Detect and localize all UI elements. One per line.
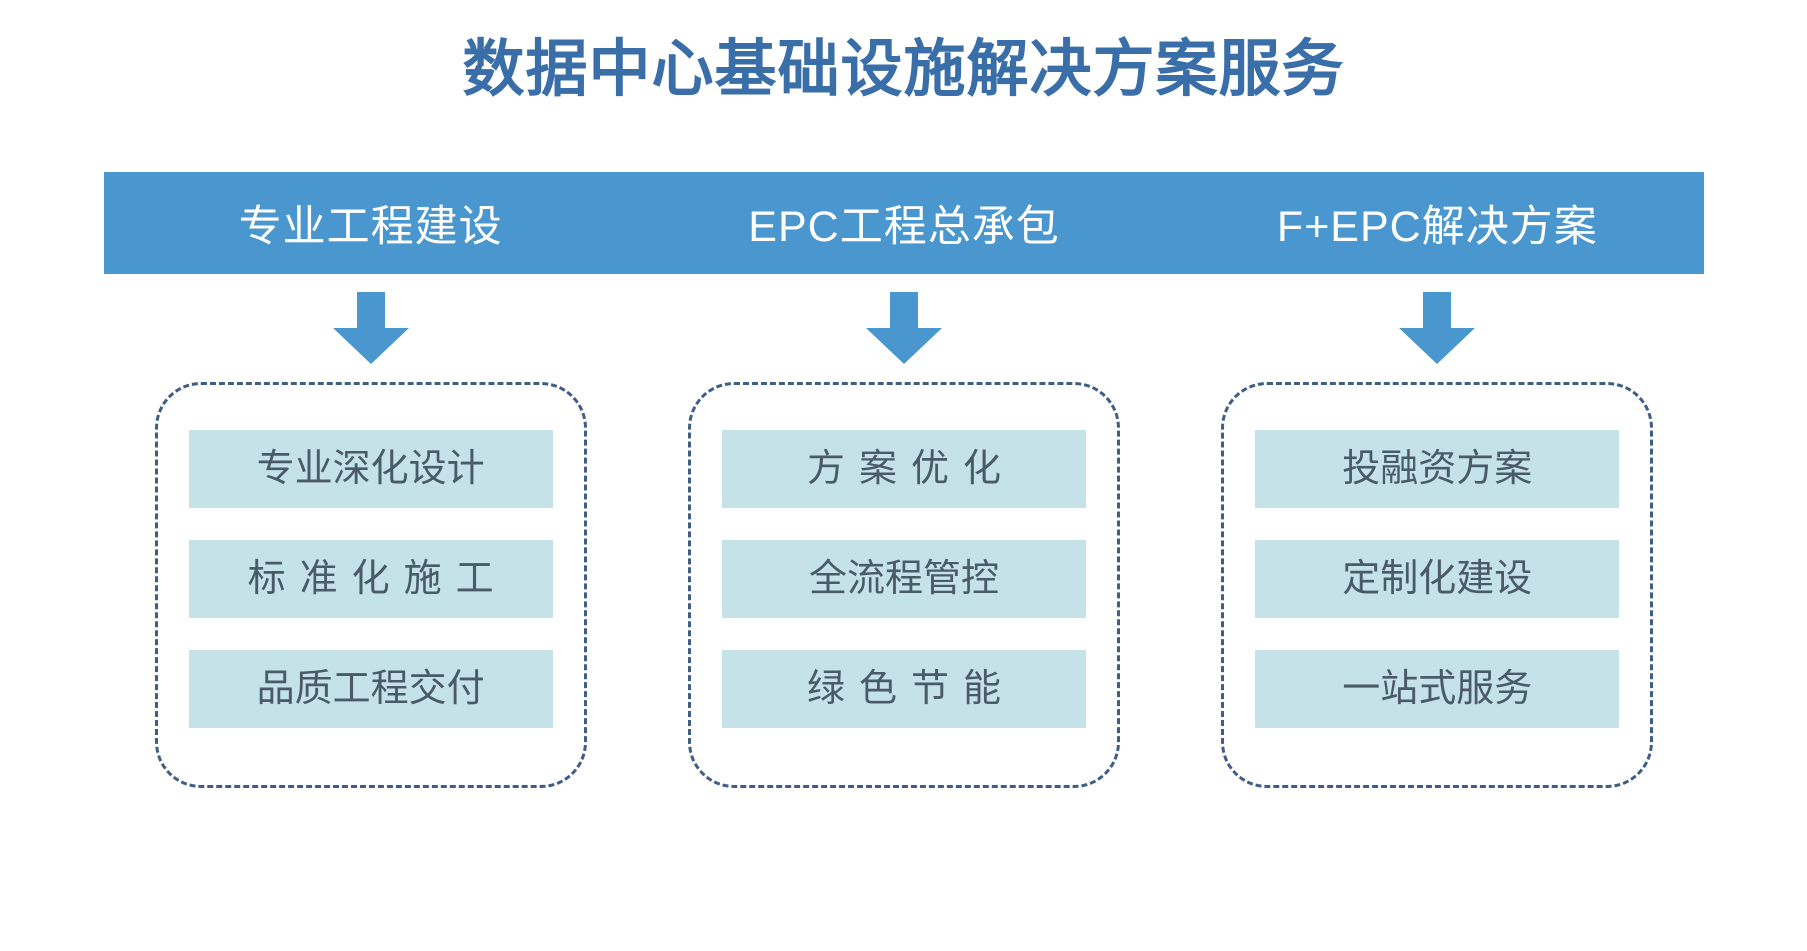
list-item[interactable]: 一站式服务 [1255,650,1620,728]
header-label: EPC工程总承包 [748,203,1060,251]
arrow-slot-3 [1171,292,1704,370]
item-label: 定制化建设 [1342,558,1533,600]
item-label: 专业深化设计 [256,448,485,490]
list-item[interactable]: 方案优化 [721,430,1086,508]
list-item[interactable]: 专业深化设计 [188,430,553,508]
column-professional-construction: 专业深化设计 标准化施工 品质工程交付 [104,382,637,788]
item-label: 一站式服务 [1342,668,1533,710]
header-label: 专业工程建设 [238,203,503,251]
arrow-row [104,292,1704,370]
arrow-slot-1 [104,292,637,370]
arrow-down-icon [332,292,409,364]
arrow-down-icon [1399,292,1476,364]
item-label: 投融资方案 [1342,448,1533,490]
detail-columns: 专业深化设计 标准化施工 品质工程交付 方案优化 全流程管控 绿色节能 [104,382,1704,788]
column-fepc-solution: 投融资方案 定制化建设 一站式服务 [1171,382,1704,788]
item-label: 品质工程交付 [256,668,485,710]
page-title: 数据中心基础设施解决方案服务 [462,35,1345,104]
header-cell-epc-contracting[interactable]: EPC工程总承包 [637,172,1170,274]
header-cell-fepc-solution[interactable]: F+EPC解决方案 [1171,172,1704,274]
item-label: 方案优化 [806,448,1015,490]
dashed-container: 方案优化 全流程管控 绿色节能 [687,382,1120,788]
arrow-slot-2 [637,292,1170,370]
dashed-container: 投融资方案 定制化建设 一站式服务 [1221,382,1654,788]
list-item[interactable]: 定制化建设 [1255,540,1620,618]
header-cell-professional-construction[interactable]: 专业工程建设 [104,172,637,274]
dashed-container: 专业深化设计 标准化施工 品质工程交付 [154,382,587,788]
item-label: 标准化施工 [247,558,508,600]
arrow-down-icon [865,292,942,364]
list-item[interactable]: 投融资方案 [1255,430,1620,508]
item-label: 全流程管控 [808,558,999,600]
category-header-band: 专业工程建设 EPC工程总承包 F+EPC解决方案 [104,172,1704,274]
list-item[interactable]: 标准化施工 [188,540,553,618]
list-item[interactable]: 全流程管控 [721,540,1086,618]
header-label: F+EPC解决方案 [1276,203,1598,251]
list-item[interactable]: 绿色节能 [721,650,1086,728]
list-item[interactable]: 品质工程交付 [188,650,553,728]
item-label: 绿色节能 [806,668,1015,710]
column-epc-contracting: 方案优化 全流程管控 绿色节能 [637,382,1170,788]
